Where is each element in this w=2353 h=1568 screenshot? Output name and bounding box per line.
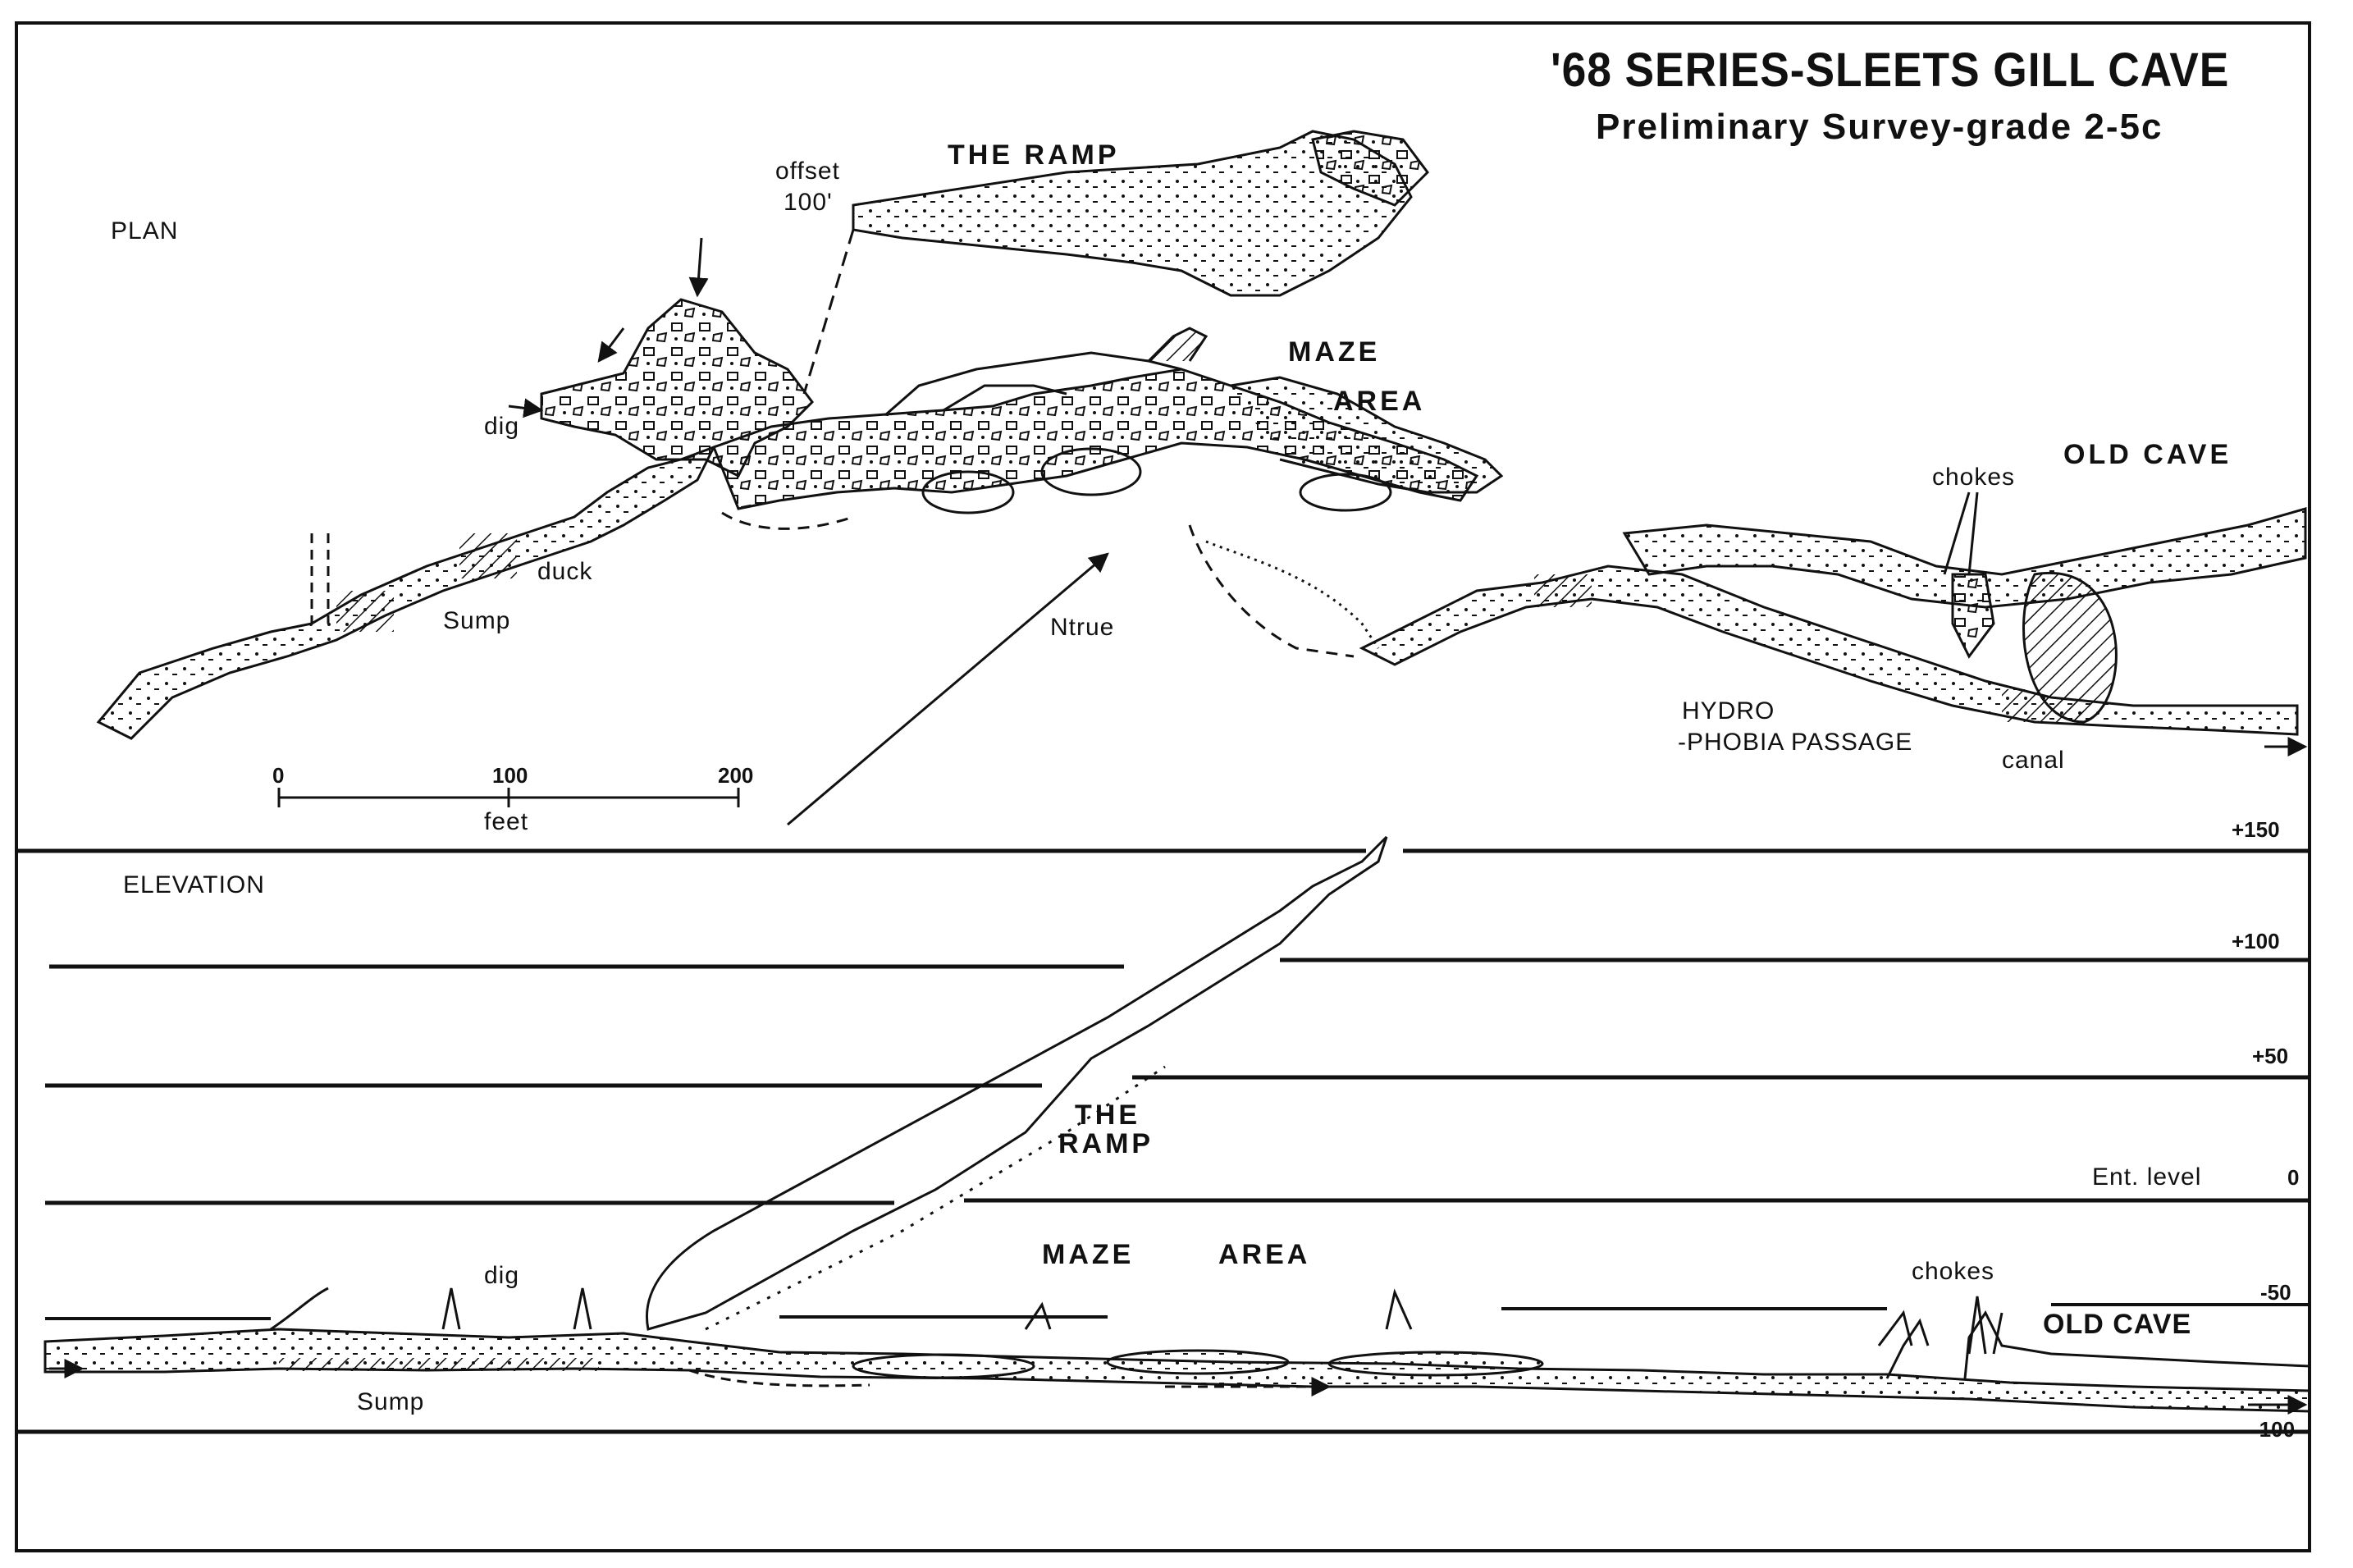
maze-east-chamber <box>1230 376 1504 494</box>
scale-bar <box>277 788 740 807</box>
old-cave-upper <box>1622 507 2307 609</box>
elev-label-old-cave: OLD CAVE <box>2043 1309 2192 1340</box>
maze-loop-3 <box>1299 473 1392 512</box>
old-cave-loop <box>2022 571 2118 724</box>
maze-loop-1 <box>1040 447 1142 496</box>
ramp-offset-line <box>802 205 855 395</box>
maze-lens-3 <box>1327 1351 1544 1377</box>
hydrophobia-hatch <box>1534 574 1592 607</box>
dig-chamber <box>540 298 814 478</box>
chokes-pointer-1 <box>1943 491 1971 575</box>
entrance-passage <box>96 445 717 740</box>
plan-label-chokes: chokes <box>1932 464 2016 491</box>
duck-hatch <box>459 533 517 578</box>
plan-label-sump: Sump <box>443 607 511 634</box>
maze-lens-2 <box>1106 1349 1290 1375</box>
elev-label-maze: MAZE <box>1042 1239 1135 1270</box>
plan-label-dig: dig <box>484 413 520 440</box>
plan-label-offset-value: 100' <box>784 189 833 216</box>
elev-sump-hatch <box>279 1358 599 1371</box>
elev-label-the: THE <box>1075 1099 1140 1131</box>
chokes-pointer-2 <box>1967 491 1979 575</box>
plan-label-phobia: -PHOBIA PASSAGE <box>1678 729 1913 756</box>
dig-inlet <box>508 398 544 418</box>
maze-lens-1 <box>852 1353 1035 1379</box>
level-label-50: +50 <box>2252 1044 2289 1068</box>
plan-label-canal: canal <box>2002 747 2065 774</box>
plan-label-old-cave: OLD CAVE <box>2063 439 2232 470</box>
plan-label-offset: offset <box>775 158 840 185</box>
elev-label-sump: Sump <box>357 1388 425 1415</box>
plan-label-the-ramp: THE RAMP <box>948 139 1120 171</box>
maze-north-spur <box>1147 327 1208 363</box>
scale-unit: feet <box>484 808 529 835</box>
dig-arrow-mid <box>597 327 625 363</box>
scale-tick-0: 0 <box>272 763 285 788</box>
level-label-minus50: -50 <box>2260 1280 2291 1305</box>
roof-pinnacles <box>270 1287 2003 1355</box>
entrance-shaft <box>310 533 330 624</box>
elev-label-area: AREA <box>1218 1239 1311 1270</box>
level-label-0: 0 <box>2287 1165 2300 1190</box>
sump-hatch <box>336 591 394 632</box>
plan-label-duck: duck <box>537 558 593 585</box>
plan-label-hydro: HYDRO <box>1682 697 1775 725</box>
dig-arrow-top <box>688 237 709 298</box>
old-cave-section <box>1885 1310 2310 1379</box>
ramp-head <box>1311 130 1429 207</box>
ramp-section <box>646 835 1388 1331</box>
scale-tick-100: 100 <box>492 763 528 788</box>
elev-label-ramp: RAMP <box>1058 1128 1154 1159</box>
scale-tick-200: 200 <box>718 763 754 788</box>
elevation-heading: ELEVATION <box>123 871 265 898</box>
maze-lower-link <box>721 511 1355 658</box>
elevation-view <box>16 835 2311 1434</box>
hydrophobia-passage <box>1359 565 2299 736</box>
old-cave-rubble <box>1951 573 1995 659</box>
level-label-ent: Ent. level <box>2092 1163 2202 1191</box>
level-label-100: +100 <box>2232 929 2280 953</box>
map-title: '68 SERIES-SLEETS GILL CAVE <box>1551 43 2230 97</box>
plan-heading: PLAN <box>111 217 179 245</box>
level-label-150: +150 <box>2232 817 2280 842</box>
plan-label-area: AREA <box>1333 386 1426 417</box>
plan-label-maze: MAZE <box>1288 336 1381 368</box>
maze-loop-2 <box>921 470 1015 514</box>
north-arrow <box>787 552 1109 826</box>
plan-view <box>96 130 2308 826</box>
map-frame <box>15 21 2311 1552</box>
map-subtitle: Preliminary Survey-grade 2-5c <box>1596 107 2163 147</box>
plan-label-north: Ntrue <box>1050 614 1115 641</box>
level-label-minus100: -100 <box>2252 1417 2296 1442</box>
elev-label-chokes: chokes <box>1912 1258 1995 1285</box>
ramp-plan <box>852 130 1413 297</box>
elev-label-dig: dig <box>484 1262 520 1289</box>
lower-dashed-route <box>688 1370 1329 1387</box>
maze-dotted-link <box>1205 540 1380 649</box>
